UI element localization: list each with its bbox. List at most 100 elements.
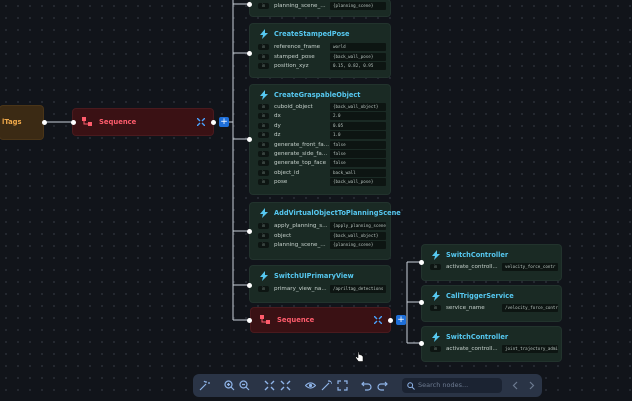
- node-title: SwitchController: [446, 333, 509, 341]
- port-tag: in: [258, 160, 269, 167]
- port-key: dy: [274, 122, 281, 129]
- port-key: apply_planning_s...: [274, 223, 328, 229]
- port-key: reference_frame: [274, 44, 321, 50]
- port-value[interactable]: false: [330, 140, 386, 149]
- node-input-port[interactable]: [247, 136, 252, 142]
- port-value[interactable]: world: [330, 43, 386, 51]
- port-value[interactable]: /velocity_force_contr: [502, 304, 558, 312]
- node-input-port[interactable]: [419, 259, 424, 265]
- lightning-icon: [260, 208, 268, 218]
- left-node[interactable]: lTags: [0, 106, 43, 139]
- zoom-in-icon[interactable]: [224, 380, 235, 391]
- port-value[interactable]: {back_wall_object}: [330, 103, 386, 111]
- port-value[interactable]: 0.15, 0.82, 0.95: [330, 62, 386, 70]
- port-value[interactable]: {planning_scene}: [330, 241, 386, 249]
- search-icon: [407, 382, 415, 390]
- sequence-label: Sequence: [99, 118, 137, 126]
- port-tag: in: [258, 53, 269, 60]
- port-tag: in: [258, 113, 269, 120]
- sequence-input-port[interactable]: [70, 119, 76, 125]
- port-value[interactable]: 1.0: [330, 131, 386, 140]
- node-input-port[interactable]: [247, 1, 252, 7]
- next-icon[interactable]: [526, 380, 537, 391]
- add-child-button[interactable]: +: [396, 315, 406, 325]
- port-value[interactable]: /apriltag_detections: [330, 285, 386, 293]
- port-value[interactable]: {back_wall_object}: [330, 231, 386, 240]
- lightning-icon: [260, 29, 268, 39]
- expand-icon[interactable]: [280, 380, 291, 391]
- node-input-port[interactable]: [247, 50, 252, 56]
- prev-icon[interactable]: [510, 380, 521, 391]
- sequence-output-port[interactable]: [210, 119, 216, 125]
- port-key: generate_side_fa...: [274, 151, 328, 157]
- eye-icon[interactable]: [305, 380, 316, 391]
- port-key: object: [274, 232, 292, 239]
- undo-icon[interactable]: [361, 380, 372, 391]
- node-input-port[interactable]: [419, 299, 424, 305]
- lightning-icon: [432, 291, 440, 301]
- lightning-icon: [432, 332, 440, 342]
- port-value[interactable]: joint_trajectory_admi: [502, 345, 558, 353]
- node-title: SwitchController: [446, 251, 509, 259]
- port-key: object_id: [274, 169, 300, 176]
- port-value[interactable]: {apply_planning_scene: [330, 222, 386, 230]
- node-title: AddVirtualObjectToPlanningScene: [274, 209, 401, 217]
- port-key: cuboid_object: [274, 104, 313, 110]
- lightning-icon: [260, 271, 268, 281]
- lightning-icon: [432, 250, 440, 260]
- magic-wand-icon[interactable]: [199, 380, 210, 391]
- port-key: dz: [274, 132, 281, 139]
- search-input[interactable]: Search nodes...: [402, 378, 502, 393]
- port-key: primary_view_na...: [274, 286, 327, 292]
- port-tag: in: [258, 3, 269, 9]
- add-virtual-object-node[interactable]: AddVirtualObjectToPlanningScene in apply_…: [250, 203, 401, 259]
- port-tag: in: [258, 44, 269, 50]
- port-key: activate_controll...: [446, 264, 498, 270]
- port-tag: in: [258, 169, 269, 176]
- port-key: stamped_pose: [274, 53, 315, 60]
- wand-icon[interactable]: [321, 380, 332, 391]
- node-input-port[interactable]: [247, 282, 252, 288]
- node-title: CallTriggerService: [446, 292, 514, 300]
- sequence-node-main[interactable]: Sequence: [73, 109, 213, 135]
- redo-icon[interactable]: [377, 380, 388, 391]
- sequence-output-port[interactable]: [388, 317, 393, 323]
- port-value[interactable]: {planning_scene}: [330, 2, 386, 10]
- port-tag: in: [258, 286, 269, 292]
- port-value[interactable]: {back_wall_pose}: [330, 52, 386, 61]
- node-input-port[interactable]: [247, 228, 252, 234]
- add-child-button[interactable]: +: [219, 117, 229, 127]
- port-key: generate_top_face: [274, 160, 327, 167]
- left-node-output-port[interactable]: [41, 119, 47, 125]
- port-value[interactable]: false: [330, 159, 386, 168]
- port-tag: in: [258, 151, 269, 157]
- port-value[interactable]: velocity_force_contr: [502, 263, 558, 271]
- sequence-node-sub[interactable]: Sequence: [251, 308, 390, 332]
- fit-view-icon[interactable]: [337, 380, 348, 391]
- zoom-out-icon[interactable]: [239, 380, 250, 391]
- left-node-label: lTags: [2, 118, 22, 126]
- port-value[interactable]: false: [330, 150, 386, 158]
- expand-icon[interactable]: [374, 316, 382, 324]
- port-value[interactable]: 0.05: [330, 121, 386, 130]
- hand-cursor-icon: [355, 352, 364, 362]
- port-value[interactable]: {back_wall_pose}: [330, 178, 386, 187]
- sequence-input-port[interactable]: [247, 317, 252, 323]
- port-key: planning_scene_...: [274, 3, 326, 9]
- collapse-icon[interactable]: [264, 380, 275, 391]
- port-value[interactable]: back_wall: [330, 168, 386, 177]
- expand-icon[interactable]: [197, 118, 205, 126]
- port-value[interactable]: 2.0: [330, 112, 386, 121]
- planning-node-top[interactable]: in planning_scene_... {planning_scene}: [250, 0, 390, 16]
- port-tag: in: [258, 223, 269, 229]
- node-input-port[interactable]: [419, 340, 424, 346]
- port-tag: in: [430, 305, 441, 311]
- port-key: dx: [274, 113, 281, 120]
- port-tag: in: [258, 179, 269, 186]
